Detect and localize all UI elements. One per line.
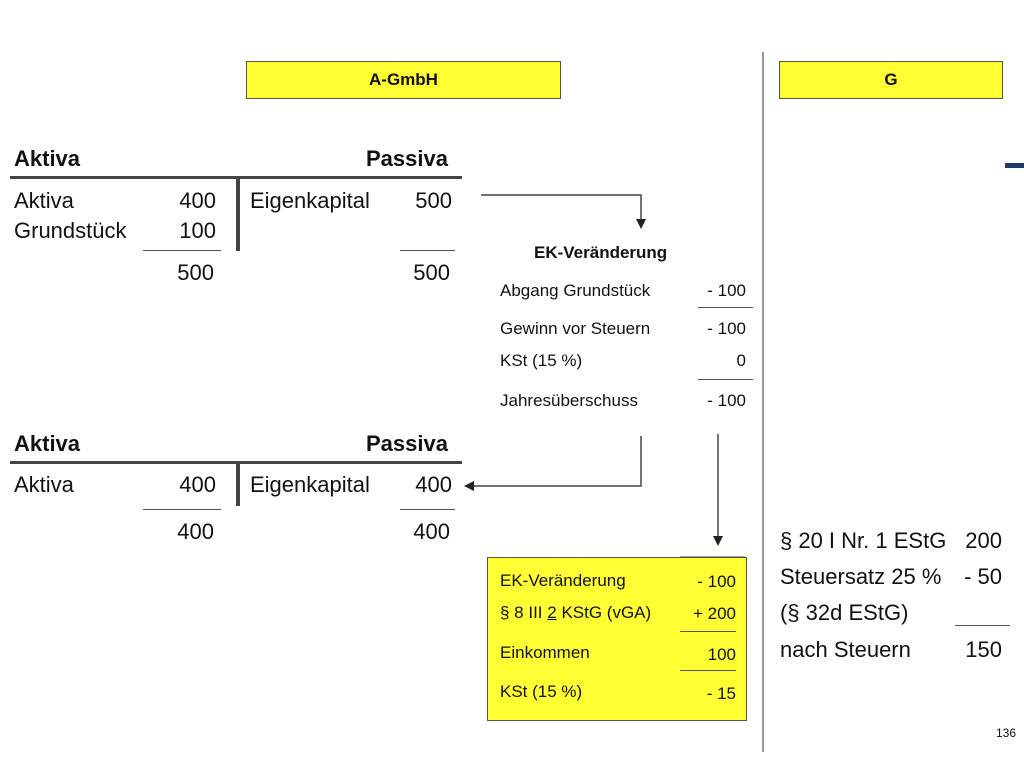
b2-aktiva-heading: Aktiva — [14, 431, 81, 456]
b2-equity-value: 400 — [415, 472, 452, 497]
b1-equity-label: Eigenkapital — [250, 188, 370, 213]
column-divider — [762, 52, 764, 752]
ek-row-net-value: - 100 — [707, 391, 746, 410]
accent-mark — [1005, 163, 1024, 168]
ek-row-net-label: Jahresüberschuss — [500, 391, 638, 410]
b1-left-sum-line — [143, 250, 221, 251]
g-tax-value: - 50 — [964, 564, 1002, 589]
calc-vga-value: + 200 — [692, 604, 736, 623]
b2-right-sum-line — [400, 509, 455, 510]
calc-ek-label: EK-Veränderung — [500, 571, 626, 590]
g-net-label: nach Steuern — [780, 637, 911, 662]
calc-ek-value: - 100 — [697, 572, 736, 591]
b2-row1-value: 400 — [179, 472, 216, 497]
g-sum-line — [955, 625, 1010, 626]
b1-right-sum-line — [400, 250, 455, 251]
b1-row2-label: Grundstück — [14, 218, 127, 243]
ek-row-disposal-value: - 100 — [707, 281, 746, 300]
header-g-label: G — [884, 70, 898, 89]
header-a-gmbh: A-GmbH — [246, 61, 561, 99]
g-income-value: 200 — [965, 528, 1002, 553]
g-net-value: 150 — [965, 637, 1002, 662]
b2-t-account-top — [10, 461, 462, 464]
b2-row1-label: Aktiva — [14, 472, 74, 497]
g-taxrate-label: Steuersatz 25 % — [780, 564, 942, 589]
ek-row-kst-value: 0 — [736, 351, 746, 370]
ek-row-profit-label: Gewinn vor Steuern — [500, 319, 651, 338]
ek-line-1 — [698, 307, 753, 308]
b1-t-account-stem — [236, 179, 240, 251]
b1-equity-value: 500 — [415, 188, 452, 213]
b2-left-sum-line — [143, 509, 221, 510]
b2-left-total: 400 — [177, 519, 214, 544]
ek-change-title: EK-Veränderung — [534, 243, 668, 262]
ek-row-profit-value: - 100 — [707, 319, 746, 338]
b1-row1-value: 400 — [179, 188, 216, 213]
b1-passiva-heading: Passiva — [366, 146, 448, 171]
b1-aktiva-heading: Aktiva — [14, 146, 81, 171]
b2-t-account-stem — [236, 464, 240, 506]
b1-row1-label: Aktiva — [14, 188, 74, 213]
header-a-gmbh-label: A-GmbH — [369, 70, 438, 89]
ek-row-disposal-label: Abgang Grundstück — [500, 281, 651, 300]
ek-row-kst-label: KSt (15 %) — [500, 351, 583, 370]
calc-line-1 — [680, 631, 736, 632]
calc-vga-label-underlined: 2 — [547, 603, 557, 622]
b1-t-account-top — [10, 176, 462, 179]
arrow-ek-change-to-balance2 — [464, 436, 642, 491]
b1-row2-value: 100 — [179, 218, 216, 243]
arrow-equity-to-ek-change — [481, 194, 646, 229]
calc-income-label: Einkommen — [500, 643, 590, 662]
calc-vga-label: § 8 III 2 KStG (vGA) — [500, 603, 651, 623]
g-law-ref-label: (§ 32d EStG) — [780, 600, 909, 625]
header-g: G — [779, 61, 1003, 99]
calc-line-2 — [680, 670, 736, 671]
ek-line-2 — [698, 379, 753, 380]
b2-equity-label: Eigenkapital — [250, 472, 370, 497]
g-income-label: § 20 I Nr. 1 EStG — [780, 528, 947, 553]
b2-passiva-heading: Passiva — [366, 431, 448, 456]
calc-kst-value: - 15 — [706, 684, 736, 703]
page-number: 136 — [995, 726, 1016, 740]
calc-kst-label: KSt (15 %) — [500, 682, 583, 701]
calc-vga-label-post: KStG (vGA) — [556, 603, 652, 622]
calc-vga-label-pre: § 8 III — [500, 603, 548, 622]
b1-right-total: 500 — [413, 260, 450, 285]
b1-left-total: 500 — [177, 260, 214, 285]
b2-right-total: 400 — [413, 519, 450, 544]
income-calculation-box — [487, 557, 747, 721]
calc-income-value: 100 — [707, 645, 736, 664]
